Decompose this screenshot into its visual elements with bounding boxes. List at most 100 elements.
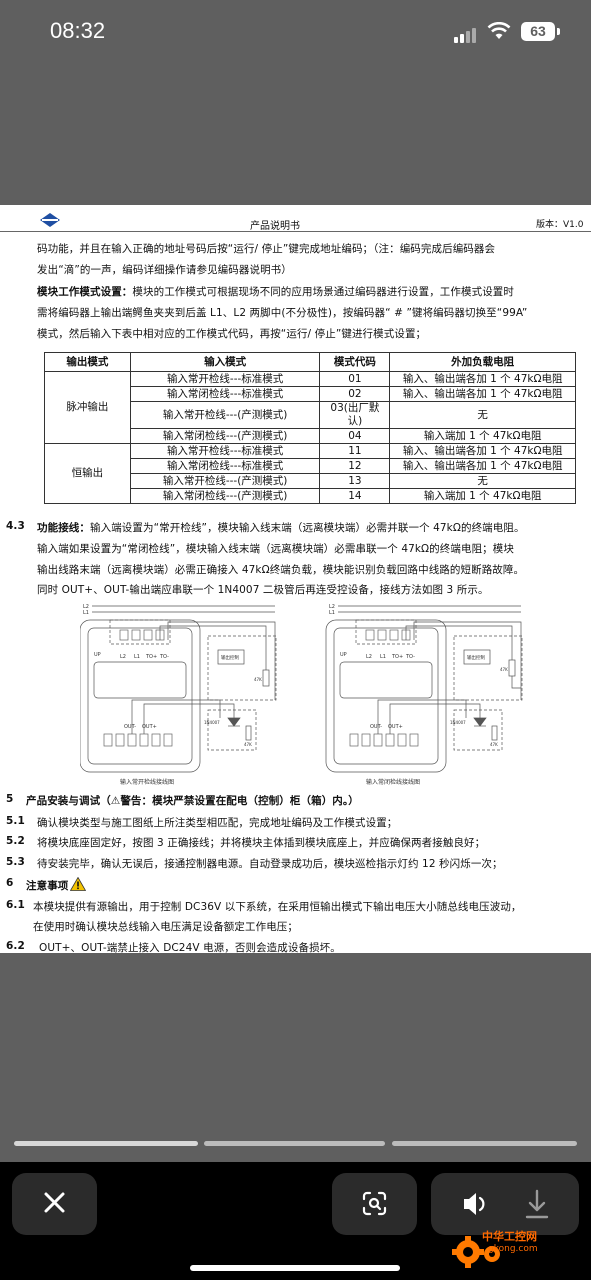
page-indicator-3[interactable] bbox=[392, 1141, 577, 1146]
list-item: 在使用时确认模块总线输入电压满足设备额定工作电压； bbox=[33, 921, 298, 933]
table-cell: 输入、输出端各加 1 个 47kΩ电阻 bbox=[389, 386, 576, 402]
scan-icon bbox=[362, 1191, 387, 1216]
table-row: 输入常闭检线---(产测模式) 14 输入端加 1 个 47kΩ电阻 bbox=[45, 488, 576, 504]
gkong-gear-logo-icon bbox=[452, 1236, 500, 1268]
paragraph-line: 需将编码器上输出端鳄鱼夹夹到后盖 L1、L2 两脚中(不分极性)，按编码器“ #… bbox=[37, 307, 528, 319]
section-number: 4.3 bbox=[6, 520, 25, 532]
table-cell: 02 bbox=[319, 386, 391, 402]
section-heading: 产品安装与调试（⚠警告：模块严禁设置在配电（控制）柜（箱）内。） bbox=[26, 795, 359, 807]
section-number: 6 bbox=[6, 877, 14, 889]
paragraph-line: 输入端如果设置为“常闭检线”，模块输入线末端（远离模块端）必需串联一个 47kΩ… bbox=[37, 543, 514, 555]
terminal-label: L2 bbox=[120, 654, 126, 660]
company-logo-icon bbox=[40, 213, 60, 227]
status-bar: 08:32 63 bbox=[0, 0, 591, 64]
table-cell: 输入常闭检线---标准模式 bbox=[129, 386, 321, 402]
right-wiring-panel: L2 L1 UP L2 L1 TO+ TO- OUT- OUT+ 输出控制 47… bbox=[325, 604, 523, 786]
list-item: 确认模块类型与施工图纸上所注类型相匹配，完成地址编码及工作模式设置； bbox=[37, 817, 398, 829]
paragraph-line: 码功能，并且在输入正确的地址号码后按“运行/ 停止”键完成地址编码；（注：编码完… bbox=[37, 243, 496, 255]
table-cell: 输入常开检线---标准模式 bbox=[129, 371, 321, 387]
table-header: 输入模式 bbox=[129, 352, 321, 372]
table-row: 输入常开检线---(产测模式) 03(出厂默认) 无 bbox=[45, 401, 576, 429]
terminal-label: TO- bbox=[159, 654, 169, 660]
list-item: OUT+、OUT-端禁止接入 DC24V 电源，否则会造成设备损坏。 bbox=[39, 942, 341, 954]
terminal-label: L2 bbox=[366, 654, 372, 660]
battery-tip bbox=[557, 28, 560, 35]
paragraph-line: 功能接线：输入端设置为“常开检线”，模块输入线末端（远离模块端）必需并联一个 4… bbox=[37, 520, 525, 535]
table-cell: 输入常开检线---标准模式 bbox=[129, 443, 321, 459]
terminal-label: TO+ bbox=[391, 654, 403, 660]
table-cell: 11 bbox=[319, 443, 391, 459]
clock: 08:32 bbox=[50, 18, 106, 43]
terminal-label: OUT- bbox=[124, 724, 136, 730]
up-label: UP bbox=[340, 652, 347, 658]
l1-label: L1 bbox=[83, 610, 89, 616]
terminal-label: OUT- bbox=[370, 724, 382, 730]
table-cell: 04 bbox=[319, 428, 391, 444]
section-heading: 功能接线： bbox=[37, 522, 90, 534]
section-number: 5 bbox=[6, 793, 14, 805]
paragraph-line: 发出“滴”的一声，编码详细操作请参见编码器说明书） bbox=[37, 264, 292, 276]
output-control-label: 输出控制 bbox=[221, 654, 239, 661]
media-icons bbox=[464, 1189, 549, 1219]
table-header: 输出模式 bbox=[44, 352, 131, 372]
table-row: 脉冲输出 输入常开检线---标准模式 01 输入、输出端各加 1 个 47kΩ电… bbox=[44, 371, 576, 444]
table-cell: 输入、输出端各加 1 个 47kΩ电阻 bbox=[389, 443, 576, 459]
l1-label: L1 bbox=[329, 610, 335, 616]
page-indicator-1[interactable] bbox=[14, 1141, 198, 1146]
terminal-label: OUT+ bbox=[142, 724, 157, 730]
left-wiring-panel: L2 L1 UP L2 L1 TO+ TO- OUT- OUT+ 输出控制 47… bbox=[80, 604, 277, 786]
terminal-label: OUT+ bbox=[388, 724, 403, 730]
section-number: 5.3 bbox=[6, 856, 25, 868]
output-mode-cell: 脉冲输出 bbox=[44, 371, 131, 444]
paragraph-line: 输出线路末端（远离模块端）必需正确接入 47kΩ终端负载，模块能识别负载回路中线… bbox=[37, 564, 525, 576]
table-cell: 输入常闭检线---标准模式 bbox=[129, 458, 321, 474]
battery-indicator: 63 bbox=[521, 22, 555, 41]
header-version: 版本：V1.0 bbox=[536, 220, 584, 230]
list-item: 本模块提供有源输出，用于控制 DC36V 以下系统，在采用恒输出模式下输出电压大… bbox=[33, 901, 522, 913]
table-row: 恒输出 输入常开检线---标准模式 11 输入、输出端各加 1 个 47kΩ电阻 bbox=[44, 443, 576, 504]
table-cell: 输入端加 1 个 47kΩ电阻 bbox=[389, 428, 576, 444]
resistor-label: 47K bbox=[500, 667, 508, 672]
output-control-label: 输出控制 bbox=[467, 654, 485, 661]
section-number: 6.2 bbox=[6, 940, 25, 952]
list-item: 待安装完毕，确认无误后，接通控制器电源。自动登录成功后，模块巡检指示灯约 12 … bbox=[37, 858, 503, 870]
table-cell: 无 bbox=[389, 401, 576, 429]
table-cell: 输入常闭检线---(产测模式) bbox=[129, 488, 321, 504]
terminal-label: TO- bbox=[405, 654, 415, 660]
paragraph-line: 模式，然后输入下表中相对应的工作模式代码，再按“运行/ 停止”键进行模式设置； bbox=[37, 328, 427, 340]
table-header-row: 输出模式 输入模式 模式代码 外加负载电阻 bbox=[44, 352, 576, 372]
section-heading-text: 注意事项 bbox=[26, 880, 69, 892]
table-cell: 输入常闭检线---(产测模式) bbox=[129, 428, 321, 444]
scan-button[interactable] bbox=[332, 1173, 417, 1235]
media-controls bbox=[431, 1173, 579, 1235]
document-header: 产品说明书 版本：V1.0 bbox=[0, 205, 591, 232]
table-header: 模式代码 bbox=[319, 352, 391, 372]
table-cell: 输入端加 1 个 47kΩ电阻 bbox=[389, 488, 576, 504]
terminal-label: TO+ bbox=[145, 654, 157, 660]
page-indicator-2[interactable] bbox=[204, 1141, 385, 1146]
terminal-label: L1 bbox=[134, 654, 140, 660]
close-button[interactable] bbox=[12, 1173, 97, 1235]
mode-lead: 模块 bbox=[132, 286, 154, 298]
table-cell: 01 bbox=[319, 371, 391, 387]
mode-table: 输出模式 输入模式 模式代码 外加负载电阻 脉冲输出 输入常开检线---标准模式… bbox=[44, 352, 576, 504]
section-number: 6.1 bbox=[6, 899, 25, 911]
close-icon bbox=[44, 1192, 65, 1213]
home-indicator[interactable] bbox=[190, 1265, 400, 1271]
table-cell: 13 bbox=[319, 473, 391, 489]
table-cell: 14 bbox=[319, 488, 391, 504]
download-icon[interactable] bbox=[525, 1189, 549, 1219]
table-header: 外加负载电阻 bbox=[389, 352, 576, 372]
section-number: 5.1 bbox=[6, 815, 25, 827]
speaker-icon[interactable] bbox=[464, 1193, 485, 1215]
table-cell: 12 bbox=[319, 458, 391, 474]
up-label: UP bbox=[94, 652, 101, 658]
wiring-diagram: L2 L1 UP L2 L1 TO+ TO- OUT- OUT+ 输出控制 47… bbox=[80, 604, 523, 786]
left-diagram-caption: 输入常开检线接线图 bbox=[120, 778, 174, 786]
right-diagram-caption: 输入常闭检线接线图 bbox=[366, 778, 420, 786]
output-mode-cell: 恒输出 bbox=[44, 443, 131, 504]
diode-label: 1N4007 bbox=[204, 720, 220, 725]
mode-text: 的工作模式可根据现场不同的应用场景通过编码器进行设置，工作模式设置时 bbox=[153, 286, 515, 298]
l2-label: L2 bbox=[329, 604, 335, 610]
resistor-label: 47K bbox=[244, 742, 252, 747]
